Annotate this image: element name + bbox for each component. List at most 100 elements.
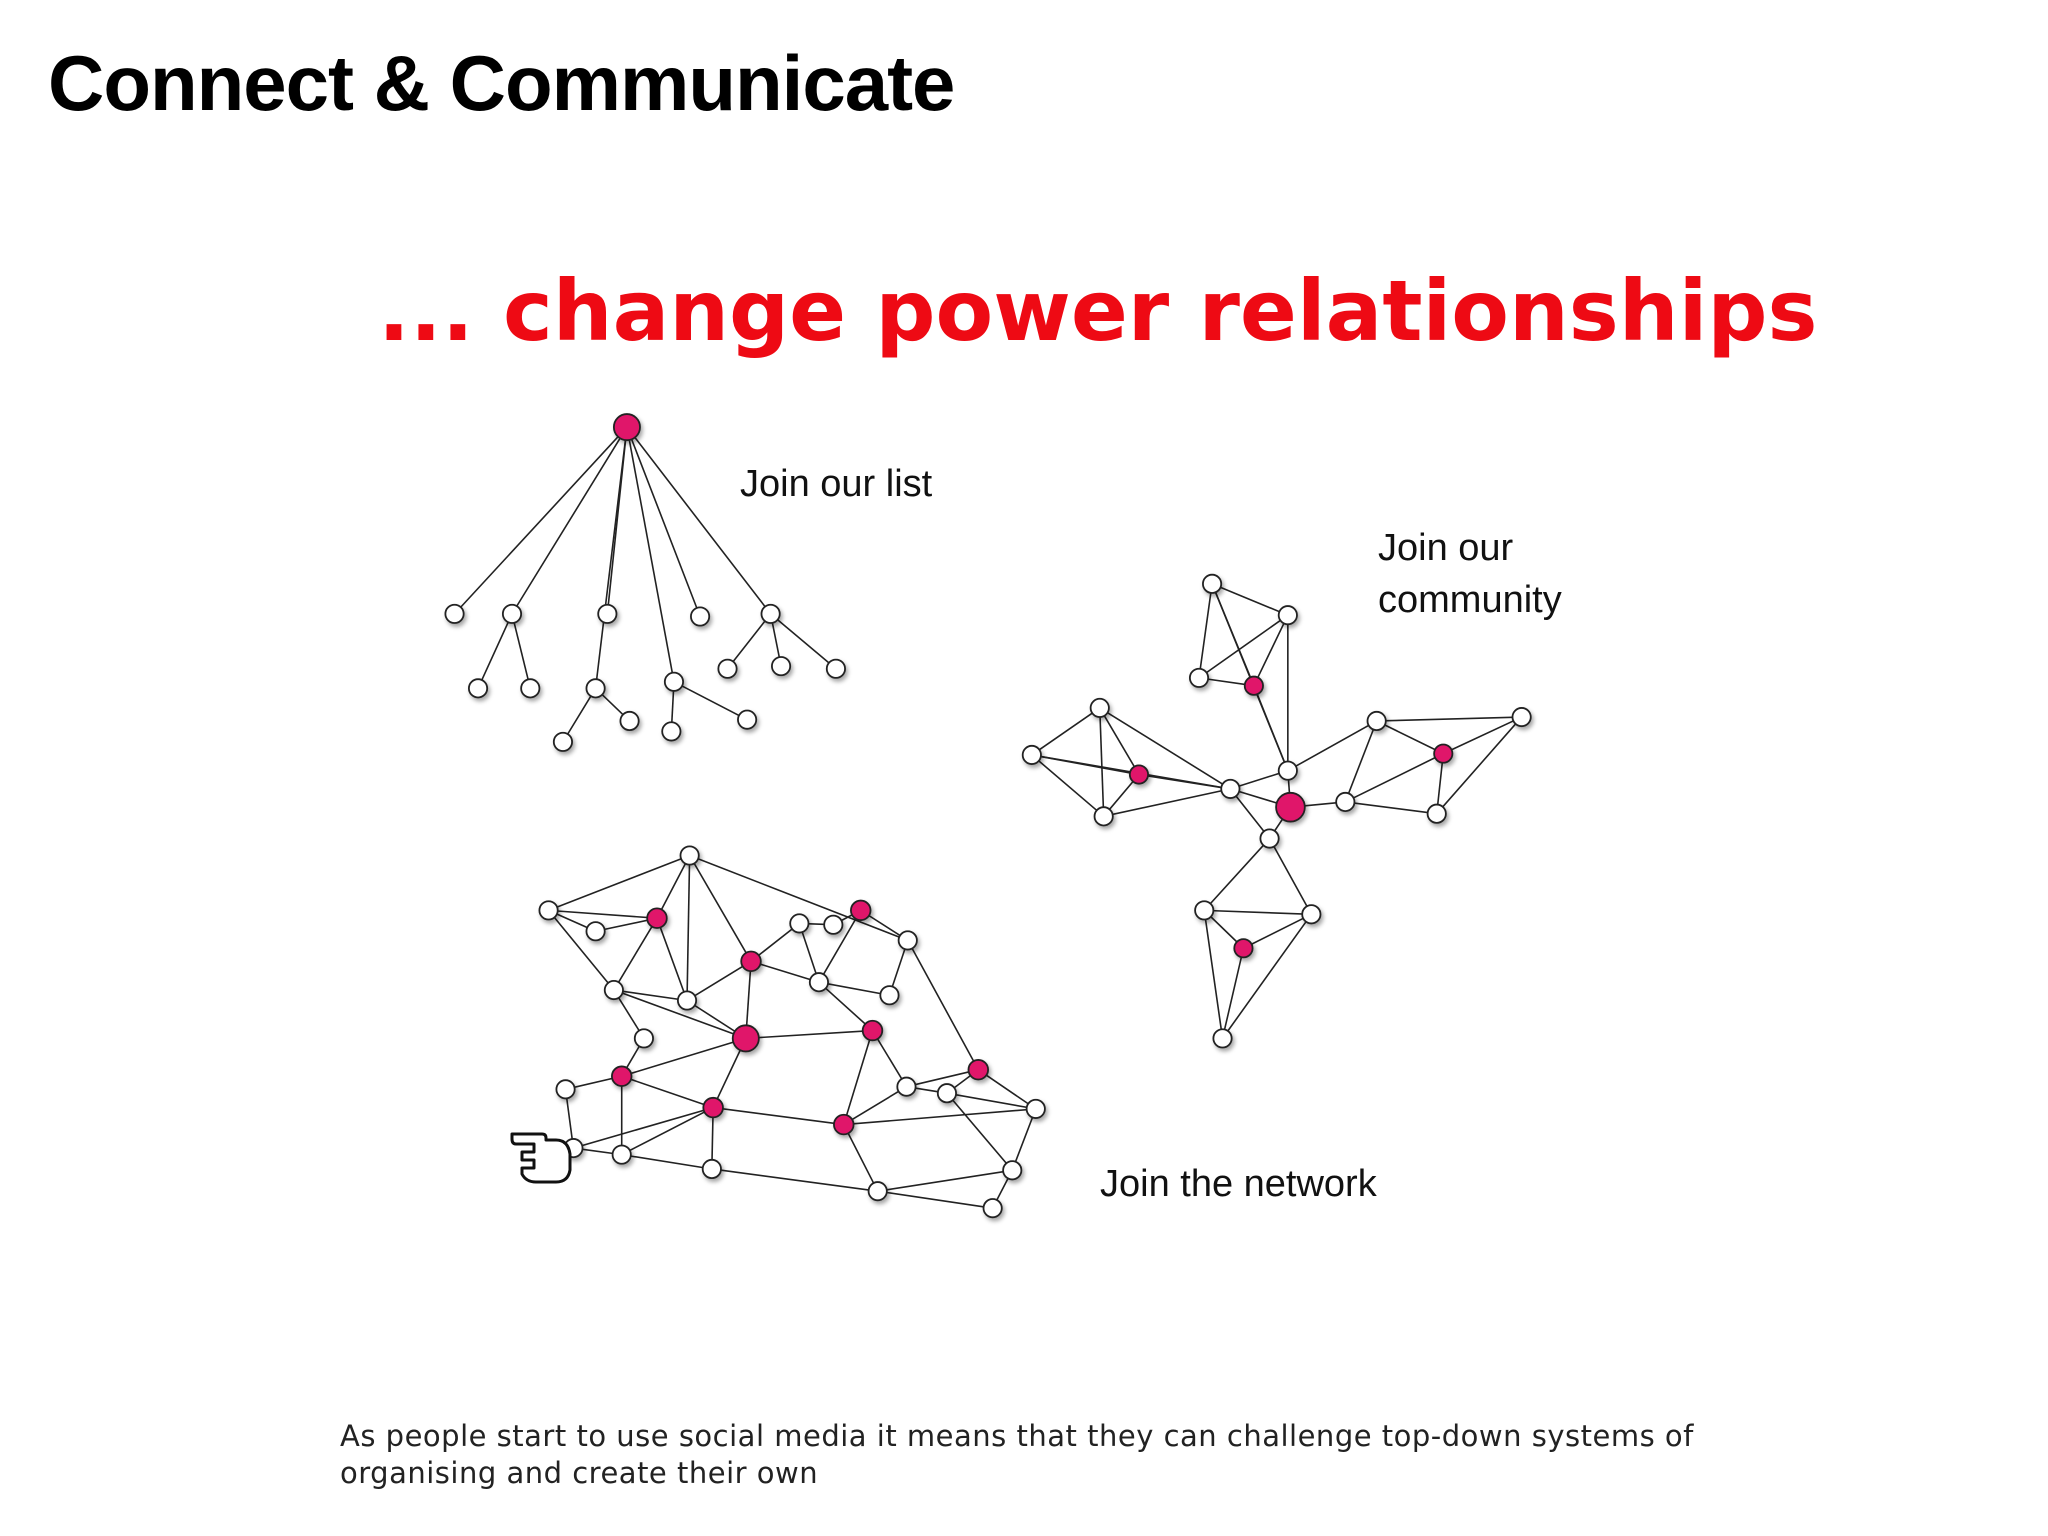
network-connector-node <box>850 899 872 922</box>
edges-layer <box>453 426 1523 1209</box>
network-member-node <box>982 1198 1003 1219</box>
network-member-node <box>633 1028 654 1049</box>
network-member-node <box>676 990 698 1011</box>
network-edge <box>818 981 874 1032</box>
tree-member-node <box>467 678 489 699</box>
diagram-heading: ... change power relationships <box>378 262 1818 360</box>
community-edge <box>1253 685 1289 771</box>
tree-edge <box>562 687 597 743</box>
tree-edge <box>626 426 701 617</box>
network-edge <box>946 1092 1013 1171</box>
network-edge <box>613 989 688 1002</box>
network-edge <box>843 1108 1036 1126</box>
network-member-node <box>867 1181 888 1202</box>
community-member-node <box>1511 707 1532 728</box>
community-member-node <box>1093 806 1114 827</box>
community-member-node <box>1021 744 1042 765</box>
network-edge <box>877 1190 993 1209</box>
network-edge <box>907 940 979 1071</box>
community-edge <box>1221 913 1312 1039</box>
network-edge <box>977 1069 1037 1110</box>
community-edge <box>1376 716 1522 722</box>
network-edge <box>818 981 890 997</box>
network-edge <box>745 1029 873 1040</box>
community-edge <box>1098 707 1105 817</box>
network-edge <box>573 1106 714 1149</box>
community-member-node <box>1089 697 1110 718</box>
tree-edge <box>626 426 772 615</box>
tree-edge <box>453 426 628 615</box>
label-join-community-line2: community <box>1378 579 1562 621</box>
community-member-node <box>1277 605 1298 626</box>
tree-member-node <box>690 606 711 627</box>
network-member-node <box>701 1158 722 1180</box>
tree-member-node <box>717 658 738 679</box>
community-edge <box>1436 716 1523 815</box>
network-member-node <box>936 1083 957 1104</box>
label-join-community-line1: Join our <box>1378 527 1514 569</box>
community-edge <box>1268 838 1313 915</box>
network-connector-node <box>646 907 668 929</box>
tree-member-node <box>663 671 685 692</box>
community-member-node <box>1335 791 1356 813</box>
community-edge <box>1203 837 1271 911</box>
tree-member-node <box>771 656 792 677</box>
community-edge <box>1204 909 1312 916</box>
community-edge <box>1198 583 1213 678</box>
community-edge <box>1099 707 1231 790</box>
community-hub-node <box>1233 938 1254 959</box>
tree-organiser-node <box>612 413 641 442</box>
network-edge <box>946 1092 1036 1110</box>
network-connector-node <box>967 1059 989 1081</box>
network-member-node <box>611 1144 632 1165</box>
community-edge <box>1031 707 1101 756</box>
network-edge <box>613 917 658 991</box>
tree-member-node <box>737 709 758 730</box>
network-edge <box>871 1030 908 1088</box>
community-edge <box>1344 752 1444 803</box>
network-edge <box>1011 1108 1037 1171</box>
network-edge <box>656 917 688 1001</box>
network-edge <box>547 909 615 991</box>
community-edge <box>1229 788 1271 840</box>
network-edge <box>621 1106 714 1156</box>
network-member-node <box>603 979 624 1001</box>
network-edge <box>621 1153 712 1170</box>
community-edge <box>1203 910 1224 1039</box>
community-member-node <box>1188 667 1210 688</box>
community-edge <box>1345 801 1437 815</box>
network-edge <box>713 1106 844 1126</box>
network-member-node <box>538 900 559 921</box>
tree-member-node <box>520 678 541 699</box>
page-title: Connect & Communicate <box>48 39 955 127</box>
community-edge <box>1344 720 1378 803</box>
community-member-node <box>1212 1028 1233 1049</box>
label-join-network: Join the network <box>1100 1163 1378 1205</box>
tree-member-node <box>597 603 618 624</box>
network-member-node <box>789 913 810 934</box>
network-connector-node <box>702 1096 724 1119</box>
network-edge <box>877 1169 1013 1192</box>
tree-edge <box>726 613 772 670</box>
tree-edge <box>770 613 837 670</box>
tree-member-node <box>501 603 523 624</box>
community-edge <box>1243 913 1312 949</box>
network-member-node <box>896 1076 917 1097</box>
network-edge <box>621 1075 714 1109</box>
community-member-node <box>1277 760 1298 781</box>
community-edge <box>1287 720 1378 772</box>
community-edge <box>1211 583 1289 616</box>
community-hub-node <box>1243 675 1264 696</box>
slide-caption: As people start to use social media it m… <box>340 1419 1694 1490</box>
pointing-hand-cursor-icon <box>510 1132 572 1184</box>
tree-member-node <box>585 678 606 699</box>
network-edge <box>798 923 820 983</box>
tree-edge <box>626 426 675 682</box>
network-edge <box>548 909 658 920</box>
community-edge <box>1221 948 1245 1039</box>
network-member-node <box>879 985 900 1006</box>
network-edge <box>842 1030 874 1125</box>
network-connector-node <box>611 1065 633 1087</box>
tree-edge <box>511 613 532 689</box>
